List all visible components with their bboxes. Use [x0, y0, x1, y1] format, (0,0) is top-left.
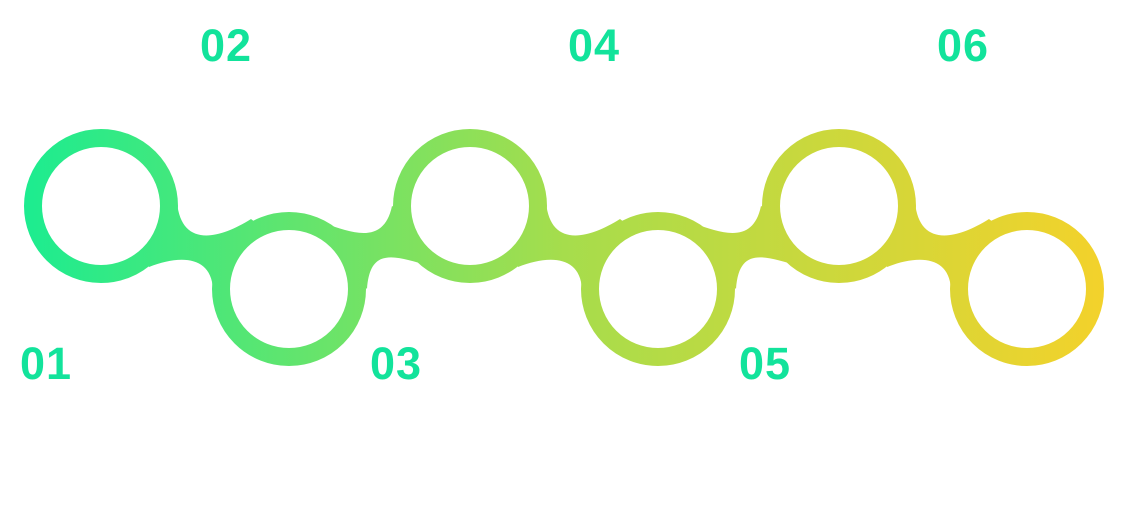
step-label-03: 03: [370, 338, 423, 389]
step-ring-2: [212, 212, 366, 366]
step-label-04: 04: [568, 20, 621, 71]
step-label-01: 01: [20, 338, 73, 389]
step-ring-1: [24, 129, 178, 283]
step-ring-3: [393, 129, 547, 283]
step-ring-4: [581, 212, 735, 366]
step-ring-6: [950, 212, 1104, 366]
step-label-02: 02: [200, 20, 253, 71]
step-label-05: 05: [739, 338, 792, 389]
step-ring-5: [762, 129, 916, 283]
step-label-06: 06: [937, 20, 990, 71]
